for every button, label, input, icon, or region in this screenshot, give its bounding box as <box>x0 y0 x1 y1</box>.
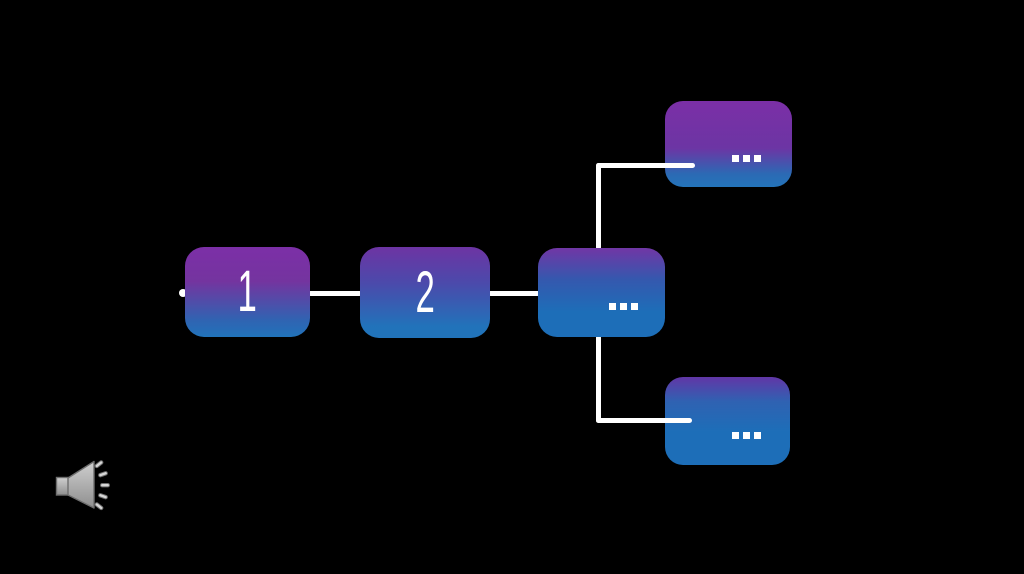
node-3 <box>538 248 665 337</box>
connector-branch-bottom-vertical <box>596 335 601 423</box>
ellipsis-icon <box>732 155 761 162</box>
connector-branch-top-horizontal <box>596 163 695 168</box>
node-next-top <box>665 101 792 187</box>
node-1: 1 <box>185 247 310 337</box>
arrow-tip <box>179 289 187 297</box>
connector-node1-node2 <box>308 291 362 296</box>
connector-branch-top-vertical <box>596 163 601 250</box>
connector-node2-node3 <box>488 291 540 296</box>
node-2-label: 2 <box>415 259 435 325</box>
node-2: 2 <box>360 247 490 338</box>
ellipsis-icon <box>609 303 638 310</box>
speaker-icon-graphic <box>55 460 110 511</box>
connector-branch-bottom-horizontal <box>596 418 692 423</box>
ellipsis-icon <box>732 432 761 439</box>
audio-speaker-icon[interactable] <box>53 453 111 513</box>
node-1-label: 1 <box>237 259 258 324</box>
